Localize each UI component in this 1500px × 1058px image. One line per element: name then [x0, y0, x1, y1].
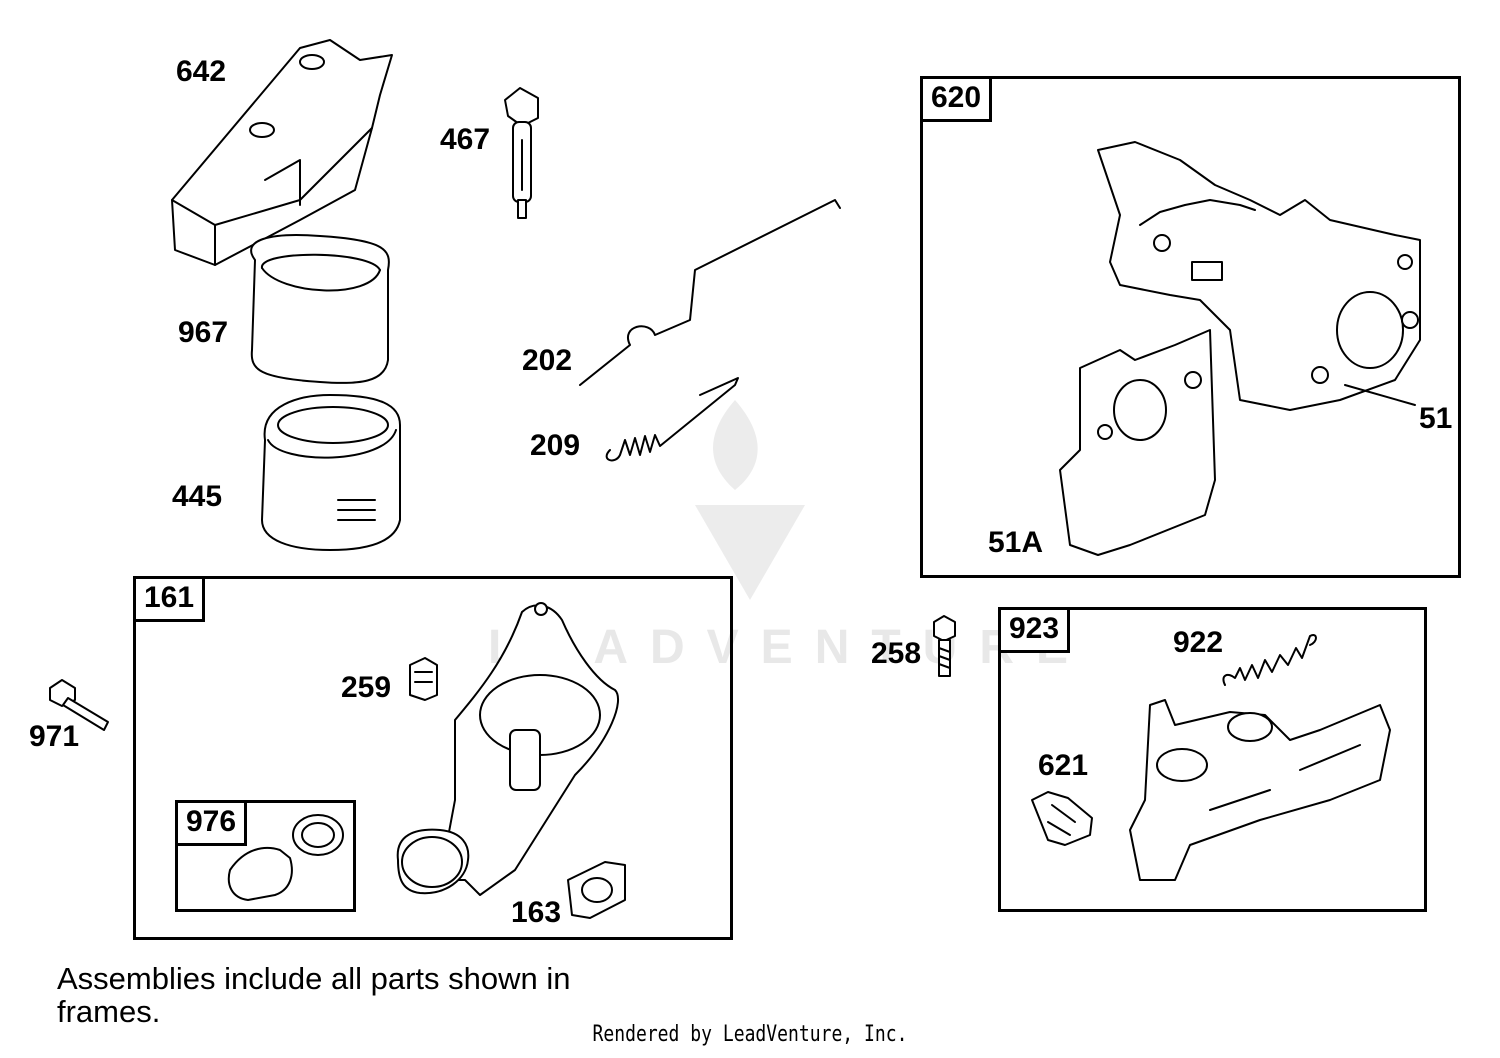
governor-spring-part [605, 377, 739, 462]
assembly-frame-923: 923 [998, 607, 1427, 912]
part-label-445: 445 [172, 480, 223, 513]
governor-link-part [579, 199, 841, 386]
spacer-part [1059, 329, 1216, 556]
part-label-259: 259 [341, 671, 392, 704]
assembly-frame-620: 620 [920, 76, 1461, 578]
assembly-frame-161: 161 [133, 576, 733, 940]
part-label-209: 209 [530, 429, 581, 462]
bolt-971-part [49, 679, 109, 731]
part-label-202: 202 [522, 344, 573, 377]
part-label-258: 258 [871, 637, 922, 670]
part-label-163: 163 [511, 896, 562, 929]
part-label-967: 967 [178, 316, 229, 349]
air-cleaner-base-part [396, 602, 620, 896]
primer-bulb-part [227, 814, 344, 901]
part-label-621: 621 [1038, 749, 1089, 782]
part-label-922: 922 [1173, 626, 1224, 659]
extension-spring-922-part [1222, 634, 1317, 686]
air-cleaner-cover-part [171, 39, 393, 266]
control-lever-part [1129, 699, 1391, 881]
clip-621-part [1031, 791, 1093, 846]
clip-part [409, 657, 438, 701]
pre-cleaner-part [250, 234, 390, 384]
watermark-logo [695, 400, 805, 600]
part-label-51a: 51A [988, 526, 1044, 559]
part-label-642: 642 [176, 55, 227, 88]
assembly-tag-161: 161 [133, 576, 206, 622]
part-label-971: 971 [29, 720, 80, 753]
control-bracket-part [1097, 141, 1421, 411]
assembly-frame-976: 976 [175, 800, 356, 912]
assembly-tag-923: 923 [998, 607, 1071, 653]
screw-258-part [933, 615, 956, 677]
assembly-tag-620: 620 [920, 76, 993, 122]
part-label-51: 51 [1419, 402, 1453, 435]
part-label-467: 467 [440, 123, 491, 156]
dipstick-part [504, 87, 539, 219]
assembly-tag-976: 976 [175, 800, 248, 846]
render-credit: Rendered by LeadVenture, Inc. [592, 1022, 908, 1047]
gasket-163-part [567, 861, 626, 919]
assembly-note: Assemblies include all parts shown in fr… [57, 961, 571, 1029]
air-filter-part [261, 394, 401, 551]
